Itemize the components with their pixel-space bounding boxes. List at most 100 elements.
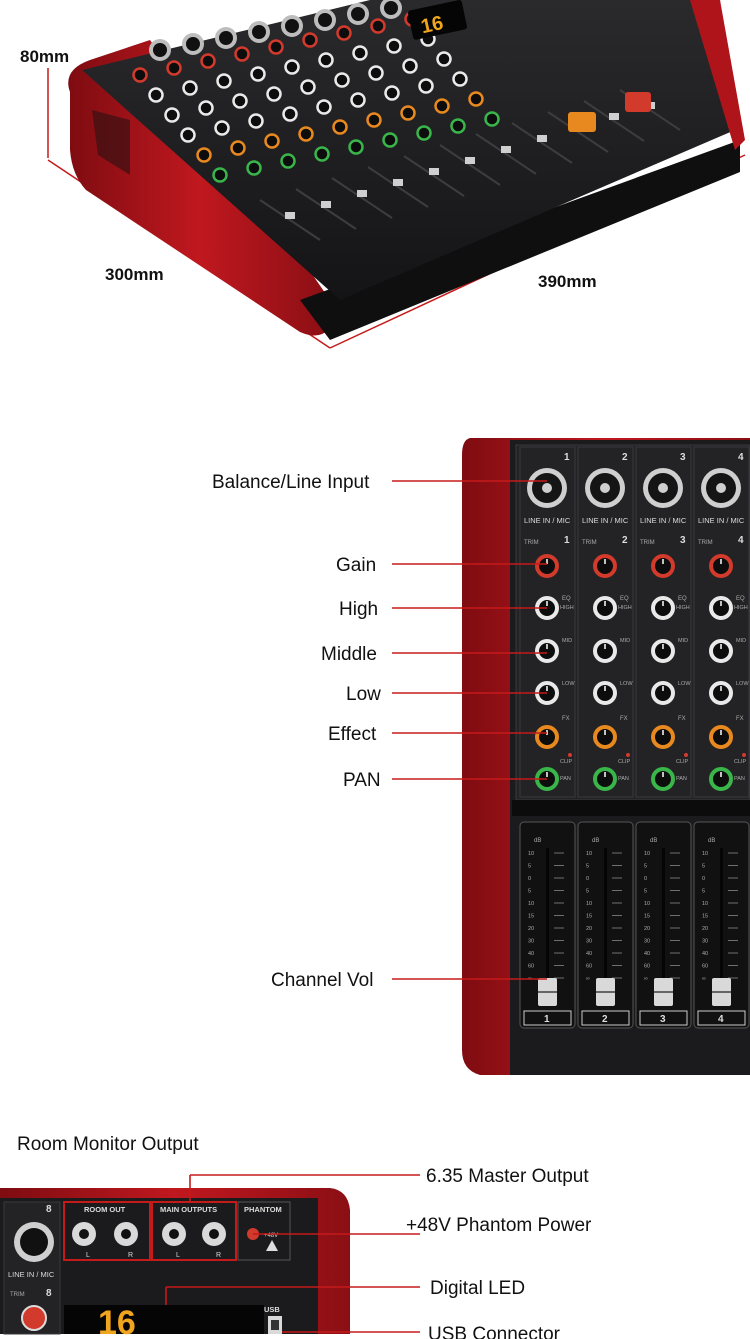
high-knob [709, 596, 733, 620]
trim-label: TRIM [698, 540, 713, 546]
main-out-r-hole [209, 1229, 219, 1239]
main-out-r-label: R [216, 1252, 221, 1259]
db-label: dB [708, 838, 715, 844]
fader-scale-label: 60 [702, 964, 708, 970]
clip-led [742, 753, 746, 757]
fader-slot [720, 848, 723, 998]
fx-label: FX [620, 716, 628, 722]
low-knob [593, 681, 617, 705]
room-out-l-hole [79, 1229, 89, 1239]
channel-number: 2 [622, 452, 628, 463]
phantom-button [625, 92, 651, 112]
xlr-socket-hole [318, 13, 332, 27]
trim-number: 2 [622, 535, 628, 546]
phantom-box [237, 1201, 291, 1261]
xlr-socket-hole [285, 19, 299, 33]
trim-label-8: TRIM [10, 1292, 25, 1298]
fader-scale-label: 10 [702, 901, 708, 907]
xlr-socket-hole [219, 31, 233, 45]
high-label: HIGH [618, 605, 632, 611]
phantom-label: PHANTOM [244, 1205, 282, 1214]
mixer-knob [302, 32, 318, 48]
usb-connector-label: USB Connector [428, 1324, 561, 1339]
mixer-knob [166, 60, 182, 76]
callout-label: PAN [343, 770, 381, 791]
mixer-knob [198, 100, 214, 116]
xlr-socket-hole [153, 43, 167, 57]
top-panel [82, 0, 735, 300]
mixer-knob [468, 91, 484, 107]
pan-knob [593, 767, 617, 791]
xlr-socket-hole [252, 25, 266, 39]
room-out-r-hole [121, 1229, 131, 1239]
digital-led-display [64, 1305, 264, 1334]
fx-knob [535, 725, 559, 749]
mixer-knob [314, 146, 330, 162]
clip-label: CLIP [560, 759, 573, 765]
fader-scale-label: 10 [702, 851, 708, 857]
fader-scale-label: 0 [702, 876, 705, 882]
fader-scale-label: 40 [586, 951, 592, 957]
mixer-knob [182, 80, 198, 96]
mixer-overview: 16 80mm 300mm 390mm [20, 0, 746, 349]
mid-knob [535, 639, 559, 663]
mixer-knob [180, 127, 196, 143]
callout-label: Effect [328, 724, 377, 745]
side-vent [92, 110, 130, 175]
fader-track [439, 144, 501, 186]
combo-jack-center [600, 483, 610, 493]
fader-number: 1 [544, 1014, 550, 1025]
main-outputs-label: MAIN OUTPUTS [160, 1205, 217, 1214]
fader-scale-label: 5 [644, 889, 647, 895]
fader-scale-label: 15 [586, 914, 592, 920]
mid-label: MID [736, 638, 746, 644]
fader-slot [546, 848, 549, 998]
fader-scale-label: 30 [702, 939, 708, 945]
pan-label: PAN [560, 776, 571, 782]
mixer-knob [214, 120, 230, 136]
fader-scale-label: 5 [644, 864, 647, 870]
mid-label: MID [620, 638, 630, 644]
high-knob [651, 596, 675, 620]
mixer-knob [450, 118, 466, 134]
fader-scale-label: 0 [528, 876, 531, 882]
fader-scale-label: 0 [644, 876, 647, 882]
fader-scale-label: 5 [528, 889, 531, 895]
mixer-knob [416, 125, 432, 141]
combo-jack-center [716, 483, 726, 493]
fader-number: 3 [660, 1014, 666, 1025]
high-label: HIGH [676, 605, 690, 611]
xlr-socket-hole [384, 1, 398, 15]
high-label: HIGH [734, 605, 748, 611]
trim-knob [709, 554, 733, 578]
phantom-voltage-label: +48V [264, 1233, 278, 1239]
input-label: LINE IN / MIC [640, 516, 687, 525]
low-knob [651, 681, 675, 705]
mixer-knob [200, 53, 216, 69]
mixer-knob [352, 45, 368, 61]
fader-cap [501, 146, 511, 153]
db-label: dB [650, 838, 657, 844]
callout-label: Low [346, 684, 381, 705]
trim-knob [535, 554, 559, 578]
fader-scale-label: 20 [644, 926, 650, 932]
fader-number-box [639, 1010, 688, 1026]
mixer-knob [370, 18, 386, 34]
room-monitor-output-label: Room Monitor Output [17, 1134, 199, 1155]
channel-number: 3 [680, 452, 686, 463]
room-out-box [63, 1201, 151, 1261]
high-knob [593, 596, 617, 620]
fader-cap [321, 201, 331, 208]
fader-scale-label: 10 [586, 901, 592, 907]
fader-scale-label: 5 [586, 889, 589, 895]
mixer-knob [196, 147, 212, 163]
fader-scale-label: ∞ [644, 976, 648, 982]
trim-knob [651, 554, 675, 578]
mixer-knob [250, 66, 266, 82]
mixer-knob [334, 72, 350, 88]
trim-number-8: 8 [46, 1288, 52, 1299]
front-face [300, 140, 740, 340]
